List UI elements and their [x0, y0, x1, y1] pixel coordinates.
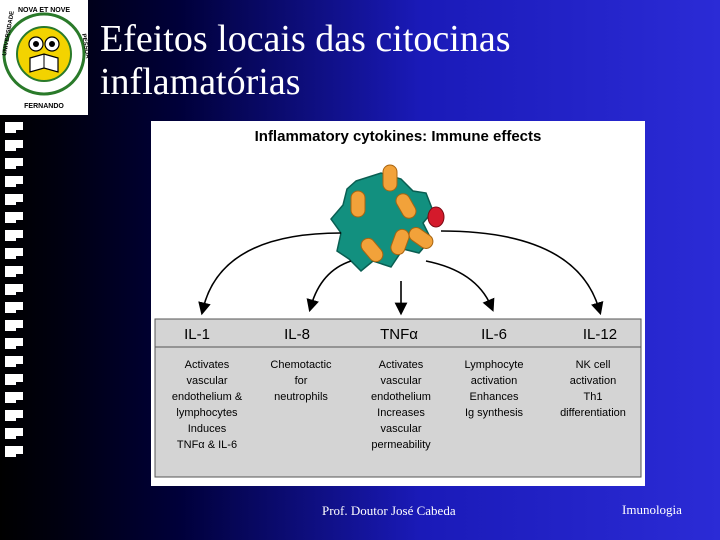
cytokine-header-il1: IL-1 [184, 326, 210, 343]
cytokine-header-il12: IL-12 [583, 326, 617, 343]
effect-il8-0: Chemotactic [270, 359, 332, 371]
effect-il1-5: TNFα & IL-6 [177, 439, 237, 451]
effect-tnf-2: endothelium [371, 391, 431, 403]
svg-text:FERNANDO: FERNANDO [24, 103, 64, 110]
arrow-il6 [425, 260, 495, 312]
effect-il1-0: Activates [185, 359, 230, 371]
effect-il1-1: vascular [187, 375, 228, 387]
cytokine-header-il6: IL-6 [481, 326, 507, 343]
effect-il1-2: endothelium & [172, 391, 243, 403]
effect-il8-1: for [295, 375, 308, 387]
effect-tnf-0: Activates [379, 359, 424, 371]
effect-il6-1: activation [471, 375, 517, 387]
decorative-squares [5, 122, 17, 464]
footer-author: Prof. Doutor José Cabeda [322, 503, 456, 518]
cytokine-table [154, 318, 642, 478]
effect-il1-3: lymphocytes [176, 407, 238, 419]
cytokine-header-tnf: TNFα [380, 326, 418, 343]
effect-il12-0: NK cell [576, 359, 611, 371]
effect-il6-0: Lymphocyte [465, 359, 524, 371]
macrophage-cell [330, 164, 445, 273]
arrow-il1 [198, 232, 342, 316]
effect-il1-4: Induces [188, 423, 227, 435]
svg-text:PESSOA: PESSOA [80, 33, 88, 59]
effect-il12-2: Th1 [584, 391, 603, 403]
effect-il12-3: differentiation [560, 407, 626, 419]
university-logo: NOVA ET NOVE UNIVERSIDADE FERNANDO PESSO… [0, 0, 90, 115]
effect-tnf-5: permeability [371, 439, 431, 451]
university-seal-icon: NOVA ET NOVE UNIVERSIDADE FERNANDO PESSO… [2, 7, 90, 110]
effect-il8-2: neutrophils [274, 391, 328, 403]
slide-title-line-2: inflamatórias [100, 61, 301, 103]
slide-title: Efeitos locais das citocinas inflamatóri… [100, 18, 660, 104]
effect-tnf-1: vascular [381, 375, 422, 387]
effect-il6-2: Enhances [470, 391, 519, 403]
svg-text:NOVA ET NOVE: NOVA ET NOVE [18, 7, 70, 14]
cytokine-header-il8: IL-8 [284, 326, 310, 343]
effect-il12-1: activation [570, 375, 616, 387]
cytokine-diagram: Inflammatory cytokines: Immune effects I… [151, 121, 645, 486]
diagram-heading: Inflammatory cytokines: Immune effects [255, 128, 542, 145]
footer-course: Imunologia [622, 502, 682, 517]
arrow-il8 [306, 260, 352, 313]
arrow-il12 [440, 230, 604, 316]
effect-il6-3: Ig synthesis [465, 407, 524, 419]
effect-tnf-4: vascular [381, 423, 422, 435]
effect-tnf-3: Increases [377, 407, 425, 419]
cytokine-diagram-svg: Inflammatory cytokines: Immune effects I… [154, 128, 642, 478]
decorative-squares-2 [15, 122, 23, 464]
slide-title-line-1: Efeitos locais das citocinas [100, 18, 511, 60]
